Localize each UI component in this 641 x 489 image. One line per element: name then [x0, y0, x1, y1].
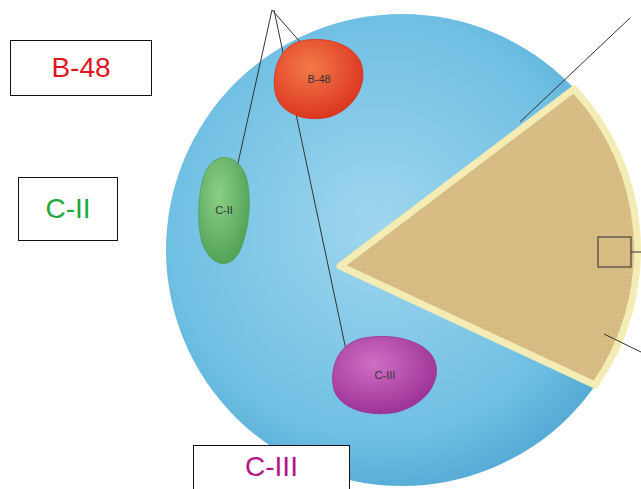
- apoprotein-c3: C-III: [330, 335, 440, 415]
- label-box: C-III: [193, 445, 350, 489]
- leader-line: [236, 10, 272, 172]
- leader-line: [604, 334, 641, 352]
- label-box: B-48: [10, 40, 152, 96]
- lipoprotein-sphere: [166, 14, 638, 486]
- leader-line: [520, 18, 630, 122]
- detail-square: [598, 237, 631, 267]
- apoprotein-name: C-II: [215, 204, 233, 216]
- apoprotein-name: C-III: [375, 369, 396, 381]
- apoprotein-b48: B-48: [272, 38, 366, 120]
- label-box: C-II: [18, 177, 118, 241]
- apoprotein-label: C-II: [45, 194, 90, 225]
- leader-line: [272, 10, 302, 44]
- leader-line: [631, 252, 641, 253]
- apoprotein-label: B-48: [51, 53, 110, 84]
- apoprotein-c2: C-II: [197, 154, 251, 266]
- apoprotein-label: C-III: [245, 452, 298, 483]
- apoprotein-name: B-48: [307, 73, 330, 85]
